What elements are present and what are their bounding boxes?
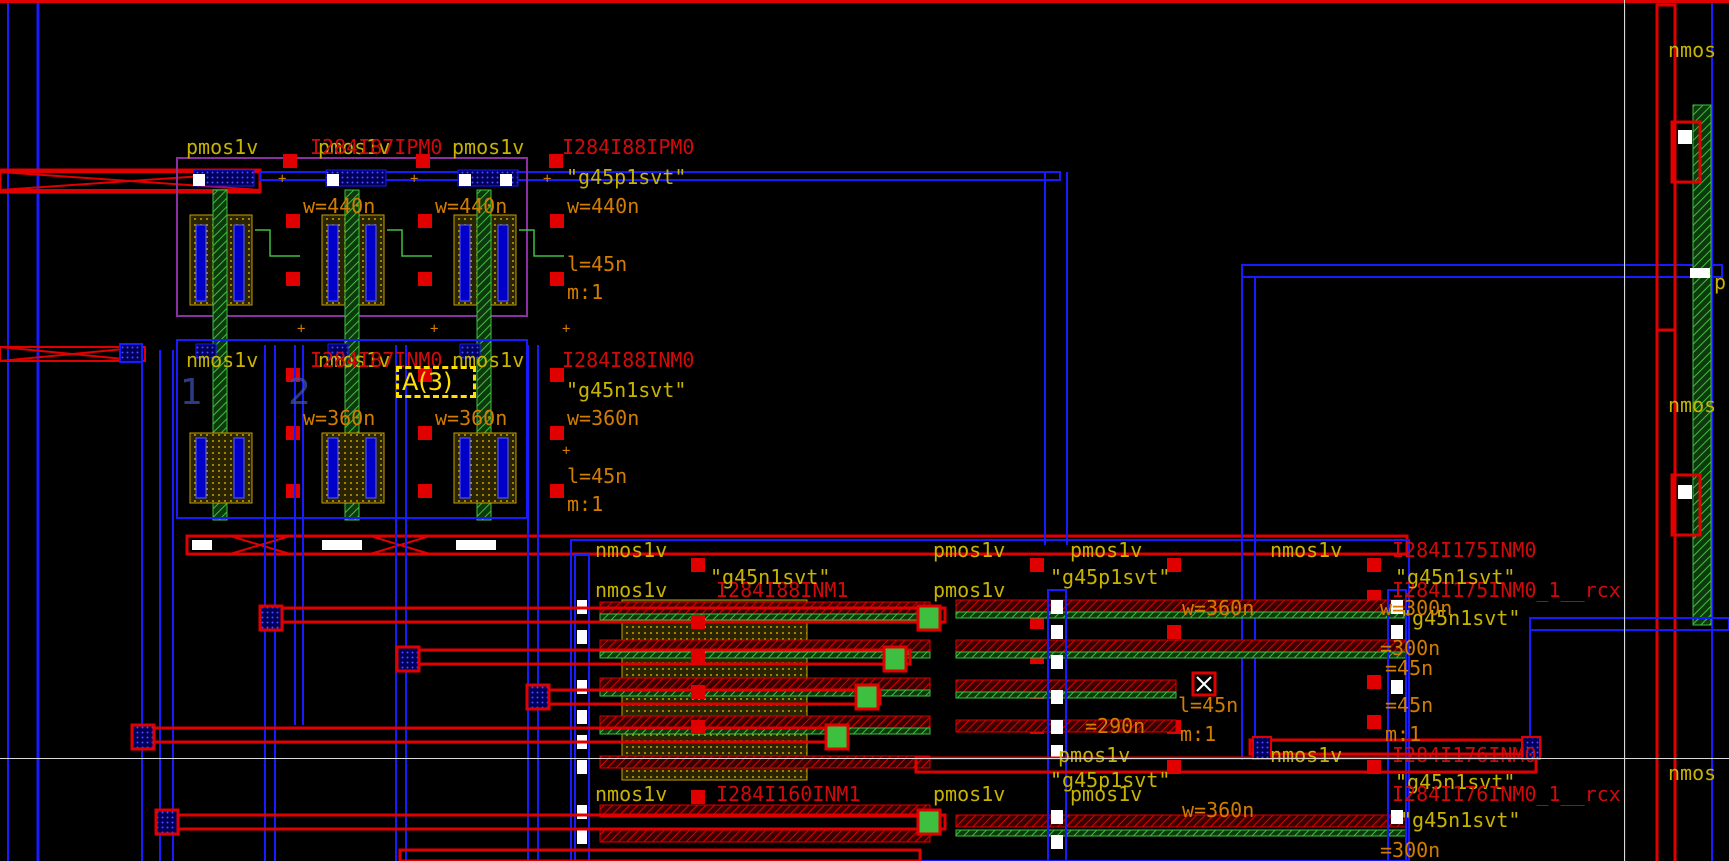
nmos-instance-name: I284I88INM0 <box>562 348 695 372</box>
nmos-width-1: w=360n <box>303 406 376 430</box>
row3-pmos-label: pmos1v <box>1058 743 1131 767</box>
block-number-1: 1 <box>180 372 203 413</box>
met1-vertical-wires[interactable] <box>264 172 1068 861</box>
selection-label: A(3) <box>402 368 453 396</box>
contact-column-left <box>577 600 587 844</box>
row3-pmos-label-2: pmos1v <box>1070 782 1143 806</box>
nmos-instance-overlap: I284I87INM0 <box>310 348 443 372</box>
row2-length-a: =45n <box>1385 656 1434 680</box>
row2-width-360: w=360n <box>1182 596 1255 620</box>
nmos-model: "g45n1svt" <box>566 378 687 402</box>
nmos-width-2: w=360n <box>435 406 508 430</box>
row2-inm1: I284I88INM1 <box>716 578 849 602</box>
row3-inm1: I284I160INM1 <box>716 782 861 806</box>
row2-nmos-label-2: nmos1v <box>1270 538 1343 562</box>
window-top-edge <box>0 0 1729 3</box>
nmos-multiplier: m:1 <box>567 492 604 516</box>
svg-text:+: + <box>543 171 551 187</box>
nmos-width-3: w=360n <box>567 406 640 430</box>
nmos-device-1 <box>189 343 253 504</box>
pmos-row[interactable] <box>176 154 564 521</box>
svg-text:+: + <box>297 321 305 337</box>
pmos-label-1: pmos1v <box>186 135 259 159</box>
pmos-length: l=45n <box>567 252 628 276</box>
pmos-multiplier: m:1 <box>567 280 604 304</box>
pmos-label-2: pmos1v <box>318 135 391 159</box>
row2-pmos-label-b: pmos1v <box>933 578 1006 602</box>
right-nmos-label-1: nmos <box>1668 38 1717 62</box>
svg-text:+: + <box>562 321 570 337</box>
nmos-length: l=45n <box>567 464 628 488</box>
pmos-instance-name: I284I88IPM0 <box>562 135 695 159</box>
met2-top-wire[interactable] <box>0 168 1061 362</box>
pmos-width-3: w=440n <box>567 194 640 218</box>
row2-length-c: =45n <box>1385 693 1434 717</box>
row2-width-300: w=300n <box>1380 596 1453 620</box>
nmos-row[interactable] <box>176 339 564 519</box>
pmos-instance-overlap: I284I87IPM0 <box>310 135 443 159</box>
met2-strap-mid[interactable] <box>185 534 1409 556</box>
nmos-device-3 <box>453 343 517 504</box>
row2-nmos-label: nmos1v <box>595 538 668 562</box>
svg-text:+: + <box>278 171 286 187</box>
row2-width-290: =290n <box>1085 714 1146 738</box>
cursor-crosshair-vertical <box>1624 0 1625 861</box>
svg-text:+: + <box>410 171 418 187</box>
pmos-width-1: w=440n <box>303 194 376 218</box>
row2-model-p: "g45p1svt" <box>1050 565 1171 589</box>
row3-nmos-label-2: nmos1v <box>1270 743 1343 767</box>
row3-width-300: =300n <box>1380 838 1441 861</box>
row2-model-n-right: "g45n1svt" <box>1395 565 1516 589</box>
row2-width-300b: =300n <box>1380 636 1441 660</box>
nmos-label-1: nmos1v <box>186 348 259 372</box>
nmos-label-2: nmos1v <box>318 348 391 372</box>
row2-multiplier-b: m:1 <box>1385 722 1422 746</box>
row3-width-360: w=360n <box>1182 798 1255 822</box>
row2-pmos-label-2: pmos1v <box>1070 538 1143 562</box>
pmos-width-2: w=440n <box>435 194 508 218</box>
right-p-label: p <box>1714 270 1727 294</box>
row3-model-n-right-2: "g45n1svt" <box>1400 808 1521 832</box>
row3-model-n-right: "g45n1svt" <box>1395 770 1516 794</box>
row2-model-n: "g45n1svt" <box>710 565 831 589</box>
origin-markers: + + + + + + + <box>278 171 570 459</box>
row3-pmos-label-b: pmos1v <box>933 782 1006 806</box>
row2-model-n-right-2: "g45n1svt" <box>1400 606 1521 630</box>
feed-wires[interactable] <box>119 343 947 861</box>
pmos-device-2 <box>321 169 387 521</box>
selection-box[interactable] <box>396 366 476 398</box>
svg-text:+: + <box>562 443 570 459</box>
pmos-model: "g45p1svt" <box>566 165 687 189</box>
nmos-device-2 <box>321 343 385 504</box>
row3-instance-a: I284I176INM0 <box>1392 743 1537 767</box>
row2-instance-b: I284I175INM0_1__rcx <box>1392 578 1621 602</box>
row2-pmos-label: pmos1v <box>933 538 1006 562</box>
row3-nmos-label: nmos1v <box>595 782 668 806</box>
right-nmos-label-2: nmos <box>1668 393 1717 417</box>
svg-text:+: + <box>430 321 438 337</box>
row2-instance-a: I284I175INM0 <box>1392 538 1537 562</box>
block-number-2: 2 <box>288 372 311 413</box>
right-routing[interactable] <box>1241 0 1729 861</box>
pmos-label-3: pmos1v <box>452 135 525 159</box>
row2-nmos-label-b: nmos1v <box>595 578 668 602</box>
right-nmos-label-3: nmos <box>1668 761 1717 785</box>
left-rails <box>7 0 174 861</box>
nmos-label-3: nmos1v <box>452 348 525 372</box>
row2-multiplier: m:1 <box>1180 722 1217 746</box>
row2-length-b: l=45n <box>1178 693 1239 717</box>
row3-model-p: "g45p1svt" <box>1050 768 1171 792</box>
cursor-crosshair-horizontal <box>0 758 1729 759</box>
row3-instance-b: I284I176INM0_1__rcx <box>1392 782 1621 806</box>
